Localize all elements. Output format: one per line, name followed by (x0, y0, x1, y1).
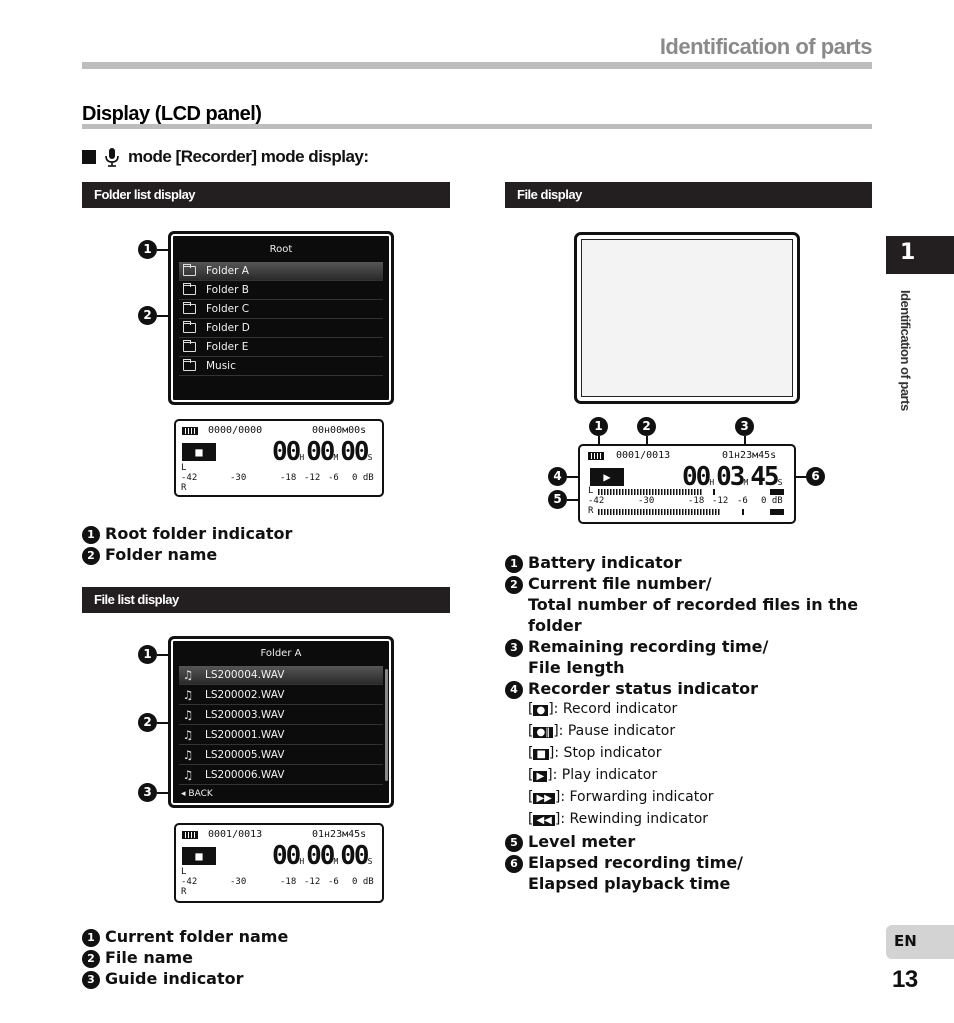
level-peak (770, 509, 784, 515)
callout-leader (157, 722, 175, 724)
battery-icon (182, 831, 198, 839)
music-note-icon: ♫ (182, 688, 194, 702)
list-item[interactable]: Folder B (179, 281, 383, 300)
file-counter: 0001/0013 (208, 829, 263, 840)
stop-icon: ■ (533, 749, 549, 760)
callout-2: 2 (138, 713, 157, 732)
page-number: 13 (892, 966, 918, 993)
callout-leader (598, 436, 600, 446)
list-item[interactable]: ♫LS200005.WAV (179, 746, 383, 765)
mode-heading: mode [Recorder] mode display: (82, 147, 369, 167)
header-rule (82, 62, 872, 69)
callout-1: 1 (138, 645, 157, 664)
stop-icon: ■ (182, 443, 216, 461)
page-header: Identification of parts (659, 34, 873, 59)
music-note-icon: ♫ (182, 768, 194, 782)
file-list-bar: File list display (82, 587, 450, 613)
file-display-bar: File display (505, 182, 872, 208)
callout-1: 1 (138, 240, 157, 259)
level-peak (742, 509, 744, 515)
folder-list-screen: Root Folder A Folder B Folder C Folder D… (168, 231, 394, 405)
music-note-icon: ♫ (182, 708, 194, 722)
file-counter: 0001/0013 (616, 450, 671, 461)
list-item[interactable]: Folder E (179, 338, 383, 357)
folder-icon (183, 321, 196, 333)
callout-leader (157, 315, 175, 317)
music-note-icon: ♫ (182, 668, 194, 682)
chapter-tab: 1 (886, 236, 954, 274)
callout-leader (744, 436, 746, 446)
callout-5: 5 (548, 490, 567, 509)
folder-icon (183, 359, 196, 371)
remaining-time: 01н23м45s (312, 829, 367, 840)
list-item[interactable]: ♫LS200001.WAV (179, 726, 383, 745)
music-note-icon: ♫ (182, 748, 194, 762)
stop-icon: ■ (182, 847, 216, 865)
battery-icon (588, 452, 604, 460)
list-item[interactable]: Folder D (179, 319, 383, 338)
square-bullet-icon (82, 150, 96, 164)
play-icon: ▶ (590, 468, 624, 486)
file-display-screen (574, 232, 800, 404)
remaining-time: 00н00м00s (312, 425, 367, 436)
play-icon: ▶ (533, 771, 548, 782)
record-icon: ● (533, 705, 549, 716)
level-peak (713, 489, 715, 495)
callout-2: 2 (138, 306, 157, 325)
callout-3: 3 (735, 417, 754, 436)
back-guide: ◂ BACK (181, 789, 213, 799)
pause-icon: ●‖ (533, 727, 554, 738)
folder-list-bar: Folder list display (82, 182, 450, 208)
battery-icon (182, 427, 198, 435)
chapter-label: Identification of parts (898, 290, 913, 411)
folder-icon (183, 302, 196, 314)
level-meter-left (598, 489, 702, 495)
forward-icon: ▶▶ (533, 793, 555, 804)
rewind-icon: ◀◀ (533, 815, 555, 826)
file-display-lcd: 0001/0013 01н23м45s ▶ 00H03M45S L -42 -3… (578, 444, 796, 524)
list-item[interactable]: ♫LS200004.WAV (179, 666, 383, 685)
section-rule (82, 124, 872, 129)
callout-3: 3 (138, 783, 157, 802)
level-meter-right (598, 509, 720, 515)
callout-1: 1 (589, 417, 608, 436)
folder-icon (183, 283, 196, 295)
list-item[interactable]: ♫LS200003.WAV (179, 706, 383, 725)
music-note-icon: ♫ (182, 728, 194, 742)
folder-icon (183, 340, 196, 352)
callout-6: 6 (806, 467, 825, 486)
callout-2: 2 (637, 417, 656, 436)
folder-label: Folder A (260, 648, 302, 659)
folder-icon (183, 264, 196, 276)
folder-list-lcd: 0000/0000 00н00м00s ■ 00H00M00S L -42 -3… (174, 419, 384, 497)
microphone-icon (105, 148, 119, 167)
file-counter: 0000/0000 (208, 425, 263, 436)
file-list-screen: Folder A ♫LS200004.WAV ♫LS200002.WAV ♫LS… (168, 636, 394, 808)
scrollbar[interactable] (385, 669, 388, 781)
mode-heading-text: mode [Recorder] mode display: (128, 147, 369, 166)
callout-leader (646, 436, 648, 446)
blank-screen (581, 239, 793, 397)
section-title: Display (LCD panel) (82, 103, 262, 125)
language-tab: EN (886, 925, 954, 959)
list-item[interactable]: Folder C (179, 300, 383, 319)
list-item[interactable]: Folder A (179, 262, 383, 281)
file-list-lcd: 0001/0013 01н23м45s ■ 00H00M00S L -42 -3… (174, 823, 384, 903)
list-item[interactable]: ♫LS200002.WAV (179, 686, 383, 705)
callout-leader (786, 476, 806, 478)
level-peak (770, 489, 784, 495)
list-item[interactable]: ♫LS200006.WAV (179, 766, 383, 785)
list-item[interactable]: Music (179, 357, 383, 376)
root-label: Root (269, 244, 293, 255)
remaining-time: 01н23м45s (722, 450, 777, 461)
callout-4: 4 (548, 467, 567, 486)
